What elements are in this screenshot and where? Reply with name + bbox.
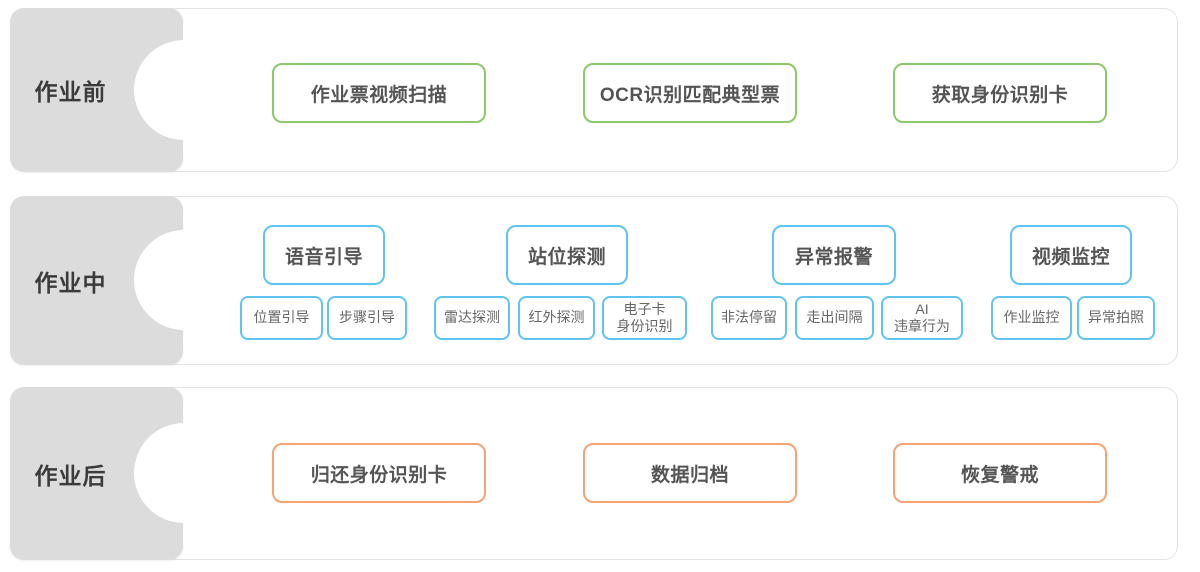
node-during-2-child-2-line2: 违章行为 [894, 318, 950, 334]
node-during-2-child-2[interactable]: AI 违章行为 [881, 296, 963, 340]
node-before-1[interactable]: OCR识别匹配典型票 [583, 63, 797, 123]
phase-label-tab-during: 作业中 [10, 196, 234, 365]
node-during-2-child-1[interactable]: 走出间隔 [795, 296, 874, 340]
phase-tab-notch-before [134, 40, 234, 140]
phase-label-tab-after: 作业后 [10, 387, 234, 560]
node-during-2-child-2-line1: AI [915, 300, 929, 317]
node-during-2[interactable]: 异常报警 [772, 225, 896, 285]
node-after-0[interactable]: 归还身份识别卡 [272, 443, 486, 503]
node-during-3-child-0[interactable]: 作业监控 [991, 296, 1072, 340]
node-during-1-child-0[interactable]: 雷达探测 [434, 296, 510, 340]
phase-tab-notch-after [134, 423, 234, 523]
node-during-1-child-2-line2: 身份识别 [616, 318, 673, 334]
node-before-0[interactable]: 作业票视频扫描 [272, 63, 486, 123]
phase-tab-notch-during [134, 230, 234, 330]
node-after-1[interactable]: 数据归档 [583, 443, 797, 503]
phase-label-tab-before: 作业前 [10, 8, 234, 172]
phase-label-before: 作业前 [34, 79, 107, 105]
node-during-1-child-2[interactable]: 电子卡 身份识别 [602, 296, 687, 340]
node-during-1-child-2-line1: 电子卡 [623, 300, 666, 317]
node-before-2[interactable]: 获取身份识别卡 [893, 63, 1107, 123]
node-during-3-child-1[interactable]: 异常拍照 [1077, 296, 1155, 340]
node-after-2[interactable]: 恢复警戒 [893, 443, 1107, 503]
phase-label-after: 作业后 [34, 462, 107, 489]
node-during-0-child-1[interactable]: 步骤引导 [327, 296, 407, 340]
node-during-0[interactable]: 语音引导 [263, 225, 385, 285]
node-during-3[interactable]: 视频监控 [1010, 225, 1132, 285]
node-during-1-child-1[interactable]: 红外探测 [518, 296, 595, 340]
phase-label-during: 作业中 [34, 269, 107, 296]
node-during-0-child-0[interactable]: 位置引导 [240, 296, 323, 340]
node-during-2-child-0[interactable]: 非法停留 [711, 296, 787, 340]
node-during-1[interactable]: 站位探测 [506, 225, 628, 285]
